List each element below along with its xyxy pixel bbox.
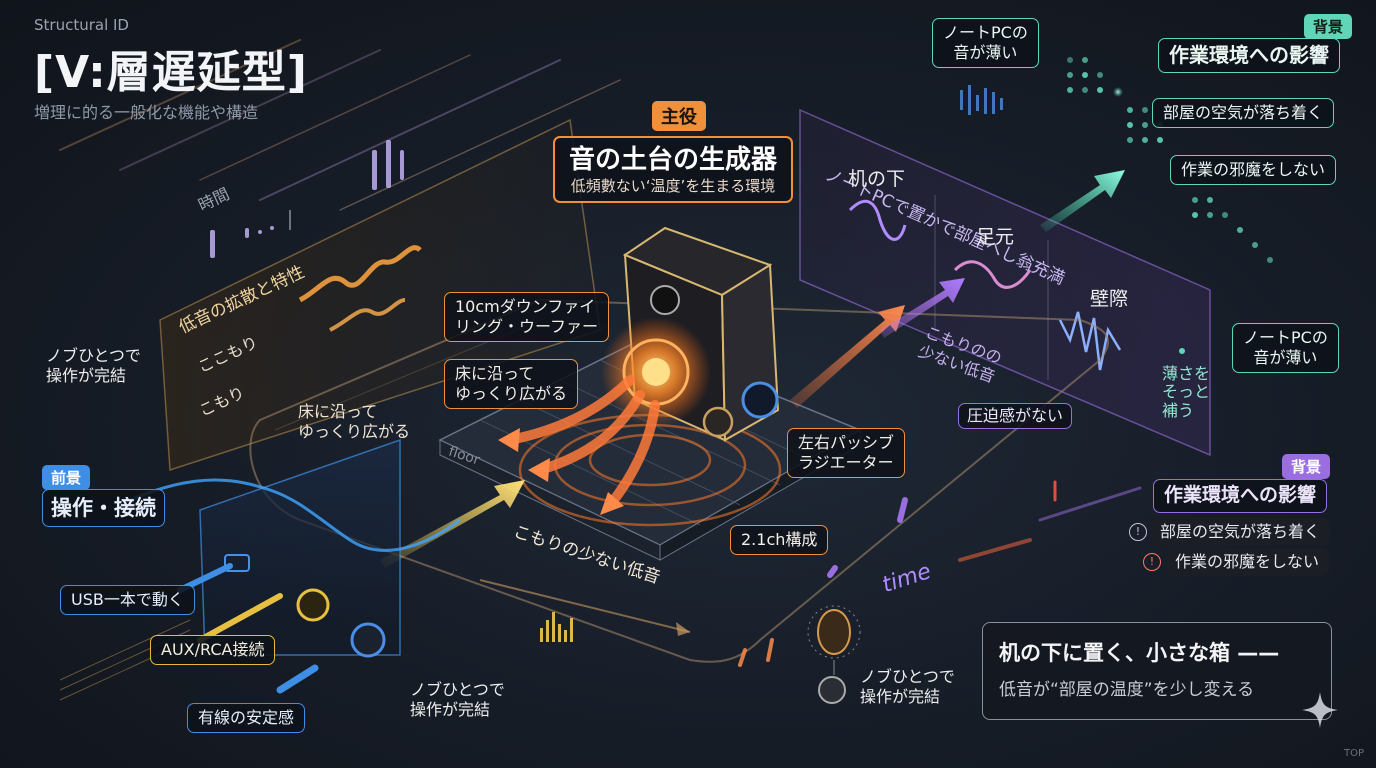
right-col-desk: 机の下 [848, 168, 906, 190]
top-notebook-callout: ノートPCの 音が薄い [932, 18, 1039, 68]
main-role-tag: 主役 [652, 101, 706, 131]
right-col-feet: 足元 [976, 226, 1015, 248]
structural-id-eyebrow: Structural ID [34, 16, 129, 34]
foreground-tag: 前景 [42, 465, 91, 490]
background-bottom-item1: 部屋の空気が落ち着く [1150, 518, 1331, 546]
warning-icon: ! [1143, 553, 1161, 571]
config-callout: 2.1ch構成 [730, 525, 829, 555]
background-top-item2: 作業の邪魔をしない [1170, 155, 1337, 185]
info-icon: ! [1129, 523, 1147, 541]
page-description: 増理に的る一般化な機能や構造 [34, 103, 259, 122]
main-role-title: 音の土台の生成器 [569, 145, 778, 175]
background-bottom-title: 作業環境への影響 [1153, 479, 1328, 513]
wired-callout: 有線の安定感 [187, 703, 306, 733]
floor-spread-label: 床に沿って ゆっくり広がる [298, 402, 411, 441]
bottom-knob-note: ノブひとつで 操作が完結 [860, 667, 955, 706]
main-role-box: 音の土台の生成器 低頻數ない‘温度’を生まる環境 [553, 136, 794, 204]
woofer-callout: 10cmダウンファイ リング・ウーファー [444, 292, 610, 342]
no-pressure-callout: 圧迫感がない [958, 403, 1073, 429]
background-top-title: 作業環境への影響 [1158, 38, 1340, 73]
summary-subtitle: 低音が“部屋の温度”を少し変える [999, 680, 1255, 700]
corner-label: TOP [1344, 748, 1365, 759]
spread-callout: 床に沿って ゆっくり広がる [444, 359, 579, 409]
page-title: [V:層遅延型] [34, 47, 308, 98]
background-bottom-tag: 背景 [1282, 454, 1331, 479]
summary-card: 机の下に置く、小さな箱 —— 低音が“部屋の温度”を少し変える [982, 622, 1332, 720]
background-top-item1: 部屋の空気が落ち着く [1152, 98, 1335, 128]
sparkle-icon [1300, 690, 1340, 730]
foreground-title: 操作・接続 [42, 489, 165, 528]
background-bottom-item2: 作業の邪魔をしない [1165, 548, 1330, 576]
supplement-label: 薄さを そっと 補う [1162, 364, 1211, 420]
main-role-subtitle: 低頻數ない‘温度’を生まる環境 [570, 176, 776, 195]
right-col-wall: 壁際 [1090, 288, 1129, 310]
left-knob-note: ノブひとつで 操作が完結 [46, 346, 141, 385]
aux-callout: AUX/RCA接続 [150, 635, 276, 665]
right-notebook-callout: ノートPCの 音が薄い [1232, 323, 1339, 373]
radiator-callout: 左右パッシブ ラジエーター [787, 428, 906, 478]
summary-title: 机の下に置く、小さな箱 —— [999, 641, 1280, 665]
foreground-knob-note: ノブひとつで 操作が完結 [410, 680, 505, 719]
background-top-tag: 背景 [1304, 14, 1353, 39]
usb-callout: USB一本で動く [60, 585, 195, 615]
